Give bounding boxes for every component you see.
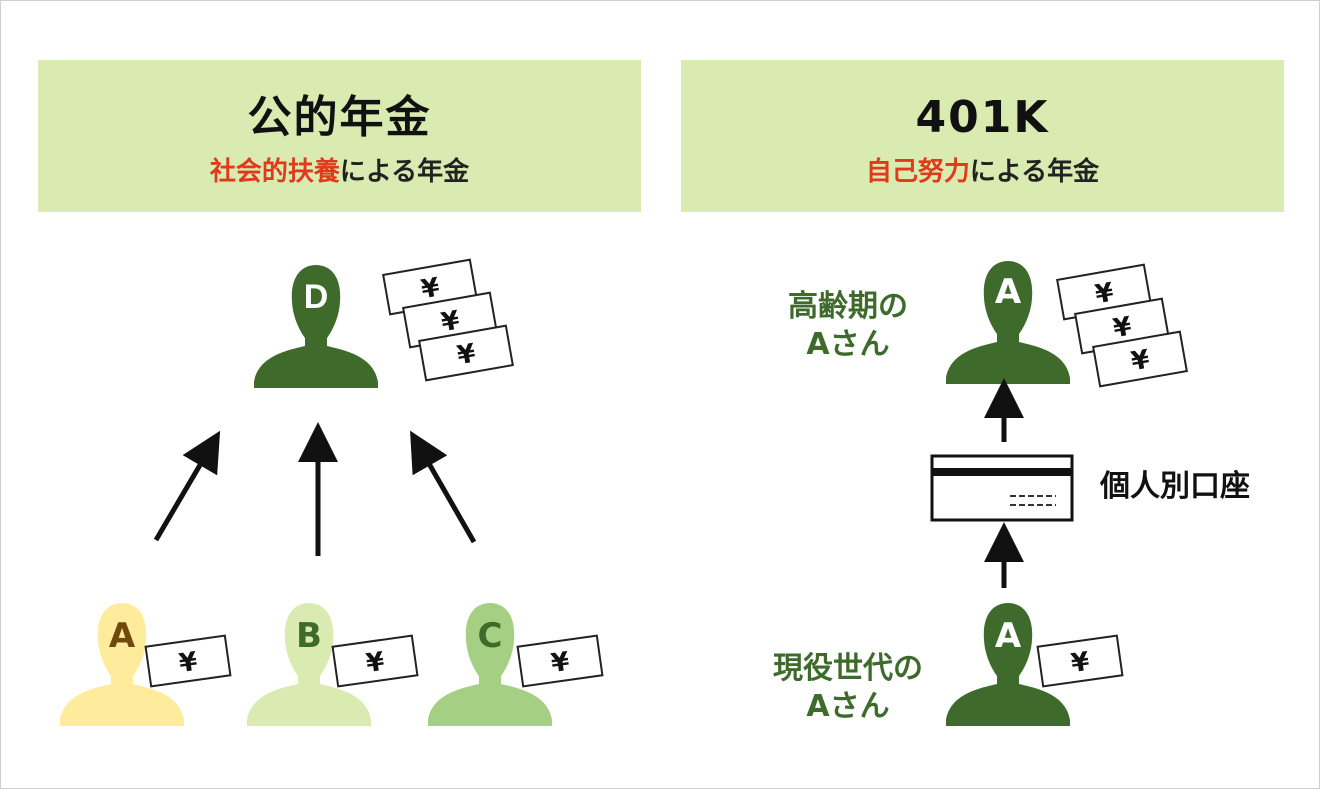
yen-symbol: ¥	[439, 306, 462, 339]
person-a-letter: A	[109, 616, 136, 656]
elderly-label-line1: 高齢期の	[788, 289, 908, 324]
yen-symbol: ¥	[1069, 647, 1091, 679]
401k-subtitle-rest: による年金	[969, 157, 1100, 187]
yen-symbol: ¥	[1129, 345, 1152, 378]
bill-d-3: ¥	[418, 324, 514, 382]
yen-symbol: ¥	[364, 647, 386, 679]
person-a-current-letter: A	[995, 616, 1022, 656]
individual-account-label: 個人別口座	[1100, 469, 1250, 504]
yen-symbol: ¥	[1093, 278, 1116, 311]
individual-account-card	[930, 454, 1074, 522]
yen-symbol: ¥	[1111, 312, 1134, 345]
401k-header: 401K 自己努力による年金	[681, 60, 1284, 212]
arrow-a-to-d	[153, 430, 221, 542]
yen-symbol: ¥	[549, 647, 571, 679]
public-pension-subtitle-rest: による年金	[339, 157, 470, 187]
401k-subtitle: 自己努力による年金	[681, 155, 1284, 189]
401k-title: 401K	[915, 92, 1050, 143]
public-pension-subtitle-accent: 社会的扶養	[209, 157, 340, 187]
bill-a-current: ¥	[1036, 634, 1124, 688]
yen-symbol: ¥	[177, 647, 199, 679]
bill-b: ¥	[331, 634, 419, 688]
person-c-letter: C	[478, 616, 503, 656]
bill-c: ¥	[516, 634, 604, 688]
arrow-c-to-d	[410, 430, 477, 544]
401k-subtitle-accent: 自己努力	[865, 157, 970, 187]
person-d-letter: D	[304, 278, 329, 316]
yen-symbol: ¥	[419, 273, 442, 306]
bill-a-elderly-3: ¥	[1092, 330, 1188, 388]
public-pension-subtitle: 社会的扶養による年金	[38, 155, 641, 189]
elderly-label: 高齢期の Aさん	[758, 288, 938, 364]
yen-symbol: ¥	[455, 339, 478, 372]
person-b-letter: B	[296, 616, 322, 656]
public-pension-title: 公的年金	[247, 92, 432, 143]
current-label-line1: 現役世代の	[773, 651, 923, 686]
public-pension-header: 公的年金 社会的扶養による年金	[38, 60, 641, 212]
bill-a: ¥	[144, 634, 232, 688]
person-a-elderly-letter: A	[995, 272, 1022, 312]
current-label-line2: Aさん	[806, 689, 890, 724]
elderly-label-line2: Aさん	[806, 327, 890, 362]
current-generation-label: 現役世代の Aさん	[758, 650, 938, 726]
